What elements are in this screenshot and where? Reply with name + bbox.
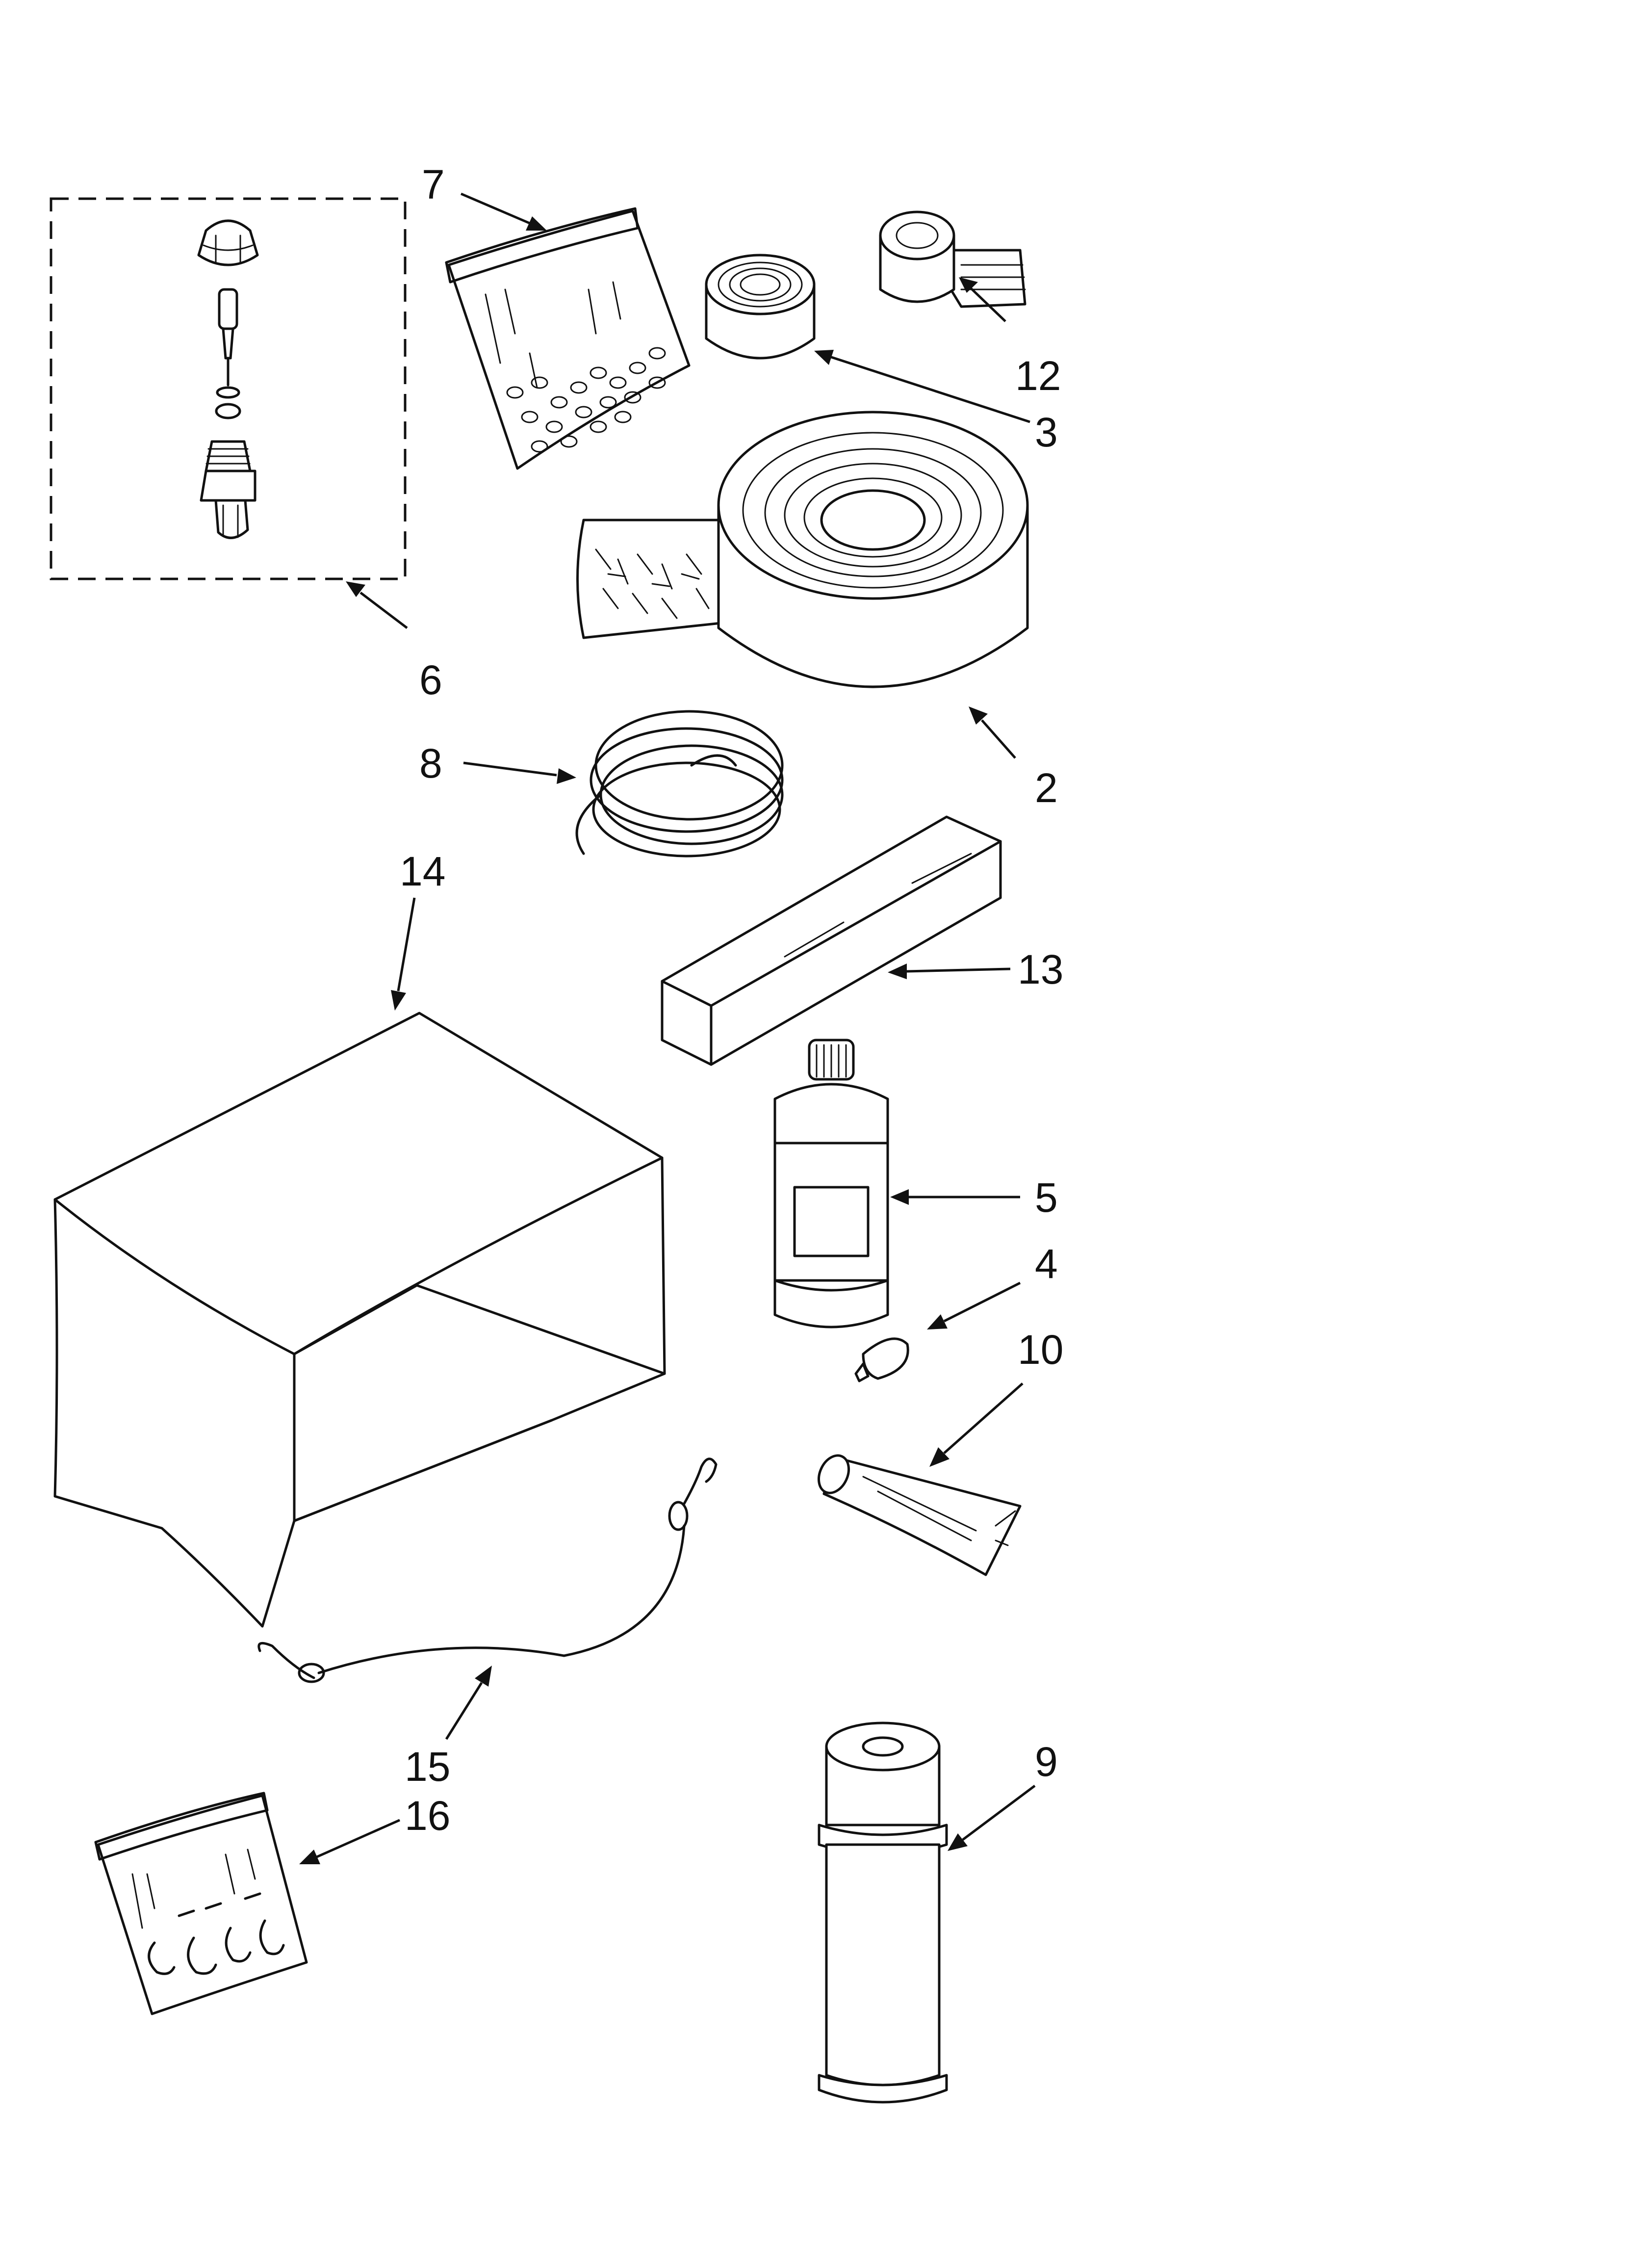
spray-can-icon [818, 1721, 948, 2104]
part-7-screw-bag [445, 207, 691, 470]
callout-15: 15 [405, 1744, 450, 1790]
part-2-insulation-roll [576, 411, 1029, 688]
callout-3: 3 [1035, 409, 1058, 455]
callout-13: 13 [1018, 946, 1063, 992]
part-10-tube [818, 1454, 1022, 1576]
small-tape-roll-icon [705, 254, 816, 360]
foam-strip-icon [661, 815, 1002, 1066]
part-9-spray-can [818, 1721, 948, 2104]
cord-hook-icon [257, 1458, 718, 1683]
leader-lines [299, 192, 1036, 1864]
part-6-fitting-assembly [50, 197, 407, 580]
callout-16: 16 [405, 1793, 450, 1839]
clip-bag-icon [94, 1792, 308, 2015]
part-15-cord-hook [257, 1458, 718, 1683]
part-3-small-tape-roll [705, 254, 816, 360]
wire-coil-icon [575, 710, 784, 858]
part-4-nozzle-tip [854, 1337, 909, 1382]
callout-5: 5 [1035, 1174, 1058, 1221]
bottle-icon [773, 1039, 889, 1329]
part-8-wire-coil [575, 710, 784, 858]
callout-14: 14 [400, 848, 445, 894]
callout-8: 8 [419, 740, 442, 786]
foil-tape-roll-icon [879, 210, 1026, 308]
part-12-foil-tape-roll [879, 210, 1026, 308]
callout-2: 2 [1035, 765, 1058, 811]
callout-9: 9 [1035, 1739, 1058, 1785]
part-14-cover [53, 1012, 666, 1628]
callout-12: 12 [1015, 353, 1061, 399]
cover-icon [53, 1012, 666, 1628]
callout-6: 6 [419, 657, 442, 703]
part-5-bottle [773, 1039, 889, 1329]
screw-bag-icon [445, 207, 691, 470]
nozzle-tip-icon [854, 1337, 909, 1382]
callout-10: 10 [1018, 1327, 1063, 1373]
fitting-assembly-icon [197, 219, 259, 539]
callout-4: 4 [1035, 1241, 1058, 1287]
callout-labels: 7 12 3 6 8 2 14 13 5 4 10 15 16 9 [400, 161, 1063, 1839]
tube-icon [818, 1454, 1022, 1576]
insulation-roll-icon [576, 411, 1029, 688]
part-16-clip-bag [94, 1792, 308, 2015]
part-13-foam-strip [661, 815, 1002, 1066]
callout-7: 7 [422, 161, 445, 208]
